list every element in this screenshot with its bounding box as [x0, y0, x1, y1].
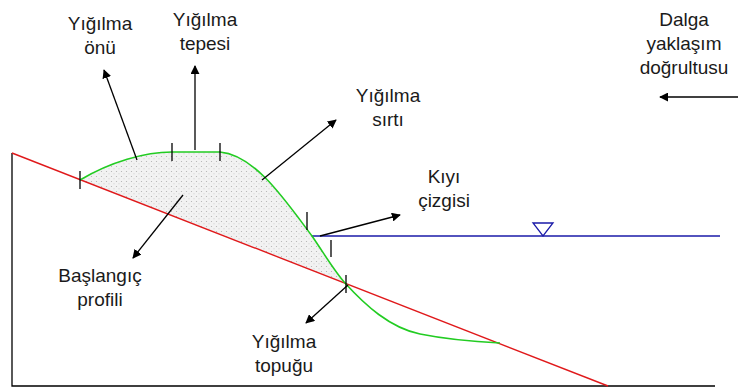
label-wave-direction: Dalga yaklaşım doğrultusu — [640, 8, 729, 80]
label-front: Yığılma önü — [68, 12, 132, 60]
water-level-symbol — [533, 223, 553, 236]
tick-mark — [330, 240, 331, 257]
tick-mark — [219, 143, 220, 161]
label-shoreline: Kıyı çizgisi — [418, 165, 470, 213]
label-back: Yığılma sırtı — [356, 84, 420, 132]
label-initial-profile: Başlangıç profili — [58, 264, 141, 312]
label-crest: Yığılma tepesi — [173, 8, 237, 56]
tick-mark — [306, 212, 307, 230]
initial-profile-line — [12, 153, 608, 386]
deposit-profile-curve — [80, 152, 500, 343]
leader-arrow — [262, 120, 336, 180]
leader-arrows — [104, 66, 738, 323]
leader-arrow — [104, 70, 137, 160]
label-toe: Yığılma topuğu — [252, 330, 316, 378]
water-line — [312, 235, 720, 236]
tick-mark — [345, 275, 346, 293]
leader-arrow — [194, 66, 195, 150]
frame-line — [12, 153, 715, 386]
tick-mark — [171, 143, 172, 161]
leader-arrow — [306, 285, 348, 323]
wave-direction-arrow — [660, 96, 738, 97]
leader-arrow — [320, 215, 400, 236]
tick-mark — [79, 171, 80, 189]
leader-arrow — [133, 195, 183, 258]
deposit-fill — [80, 152, 345, 283]
